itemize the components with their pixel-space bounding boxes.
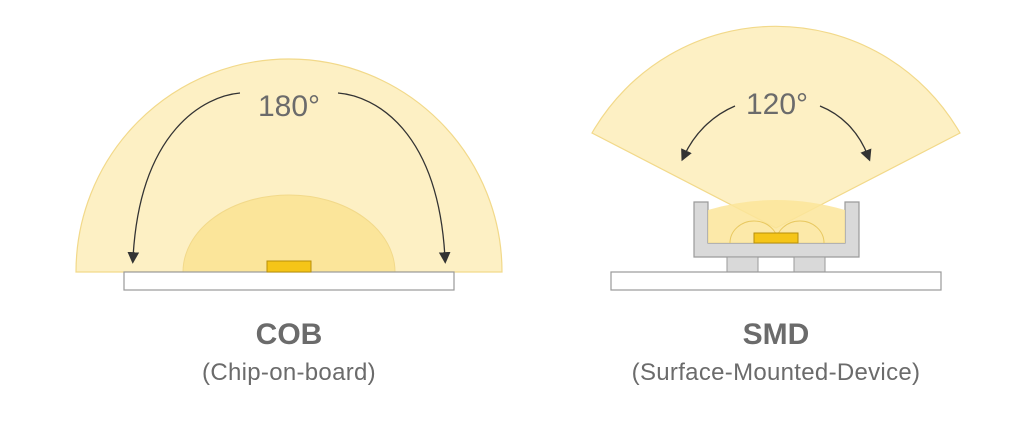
cob-name: COB [255,318,323,351]
smd-angle-arrow [684,105,868,156]
smd-name: SMD [742,318,810,351]
smd-subtitle: (Surface-Mounted-Device) [631,359,921,386]
cob-caption: COB (Chip-on-board) [139,318,439,388]
cob-outer-beam [75,58,503,273]
smd-pad-left [726,256,759,273]
cob-board [123,271,455,291]
smd-caption: SMD (Surface-Mounted-Device) [576,318,976,388]
cob-figure: 180° [75,58,503,291]
smd-board [610,271,942,291]
smd-angle-label: 120° [746,88,808,121]
cob-subtitle: (Chip-on-board) [202,359,376,386]
cob-angle-arrow [133,92,445,258]
smd-beam [591,25,961,229]
smd-inner-glow [708,200,845,243]
cob-chip [266,260,312,273]
smd-chip [753,232,799,244]
cob-angle-label: 180° [258,90,320,123]
smd-figure: 120° [591,25,961,291]
smd-pad-right [793,256,826,273]
